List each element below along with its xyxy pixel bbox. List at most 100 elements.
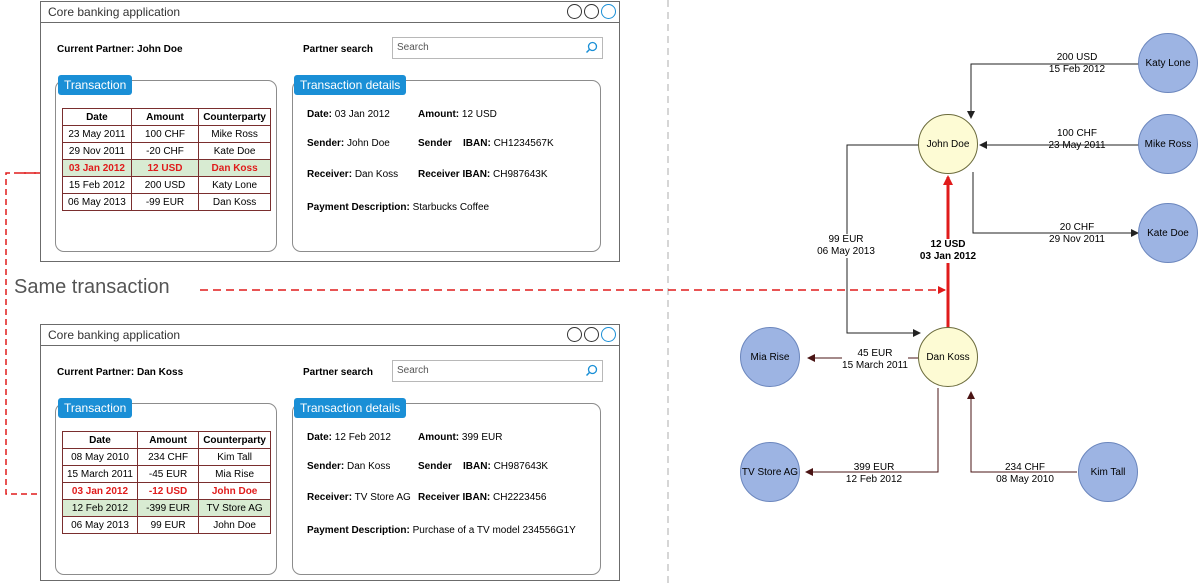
node-kim-tall[interactable]: Kim Tall xyxy=(1078,442,1138,502)
cell-amount: -399 EUR xyxy=(136,499,200,517)
detail-value: John Doe xyxy=(347,138,390,149)
edge-date: 06 May 2013 xyxy=(817,246,875,257)
detail-value: Dan Koss xyxy=(347,461,391,472)
detail-label: Sender: xyxy=(307,138,345,149)
transaction-details-tab[interactable]: Transaction details xyxy=(294,398,407,418)
detail-label: Payment Description: xyxy=(307,525,410,536)
cell-counterparty: Katy Lone xyxy=(198,176,271,194)
detail-label: Sender IBAN: xyxy=(418,461,491,472)
edge-kim-dan xyxy=(967,391,1077,473)
search-icon[interactable] xyxy=(585,41,598,54)
cell-counterparty: Dan Koss xyxy=(198,193,271,211)
node-katy-lone[interactable]: Katy Lone xyxy=(1138,33,1198,93)
node-mike-ross[interactable]: Mike Ross xyxy=(1138,114,1198,174)
partner-search-label: Partner search xyxy=(303,44,374,55)
table-header-row: Date Amount Counterparty xyxy=(62,108,271,126)
node-tv-store-ag[interactable]: TV Store AG xyxy=(740,442,800,502)
cell-date: 08 May 2010 xyxy=(62,448,138,466)
column-header: Date xyxy=(62,108,132,126)
partner-search-label: Partner search xyxy=(303,367,374,378)
detail-value: 12 Feb 2012 xyxy=(334,432,391,443)
detail-label: Receiver IBAN: xyxy=(418,492,491,503)
window-control-button[interactable] xyxy=(584,4,599,19)
transaction-tab[interactable]: Transaction xyxy=(58,75,133,95)
window-close-button[interactable] xyxy=(601,327,616,342)
cell-date: 15 Feb 2012 xyxy=(62,176,132,194)
detail-value: 03 Jan 2012 xyxy=(334,109,390,120)
edge-amount: 20 CHF xyxy=(1059,222,1095,233)
window-close-button[interactable] xyxy=(601,4,616,19)
edge-date: 12 Feb 2012 xyxy=(845,474,903,485)
window-control-button[interactable] xyxy=(567,4,582,19)
detail-label: Payment Description: xyxy=(307,202,410,213)
search-icon[interactable] xyxy=(585,364,598,377)
edge-amount: 12 USD xyxy=(930,239,966,250)
search-input[interactable]: Search xyxy=(392,37,603,59)
detail-value: TV Store AG xyxy=(354,492,411,503)
cell-date: 06 May 2013 xyxy=(62,516,138,534)
edge-john-kate xyxy=(972,172,1139,237)
edge-date: 15 Feb 2012 xyxy=(1048,64,1106,75)
node-label: Mia Rise xyxy=(750,351,790,363)
detail-description: Payment Description: Starbucks Coffee xyxy=(307,202,489,213)
bracket-connector xyxy=(5,172,51,498)
detail-label: Amount: xyxy=(418,432,460,443)
edge-amount: 45 EUR xyxy=(857,348,893,359)
detail-sender-iban: Sender IBAN: CH1234567K xyxy=(418,138,554,149)
app-window-1: Core banking application Current Partner… xyxy=(40,1,620,262)
titlebar-divider xyxy=(41,22,619,23)
detail-label: Amount: xyxy=(418,109,460,120)
detail-label: Receiver IBAN: xyxy=(418,169,491,180)
transaction-details-panel xyxy=(292,80,601,252)
column-header: Counterparty xyxy=(198,431,271,449)
transaction-tab[interactable]: Transaction xyxy=(58,398,133,418)
column-header: Date xyxy=(62,431,138,449)
node-label: TV Store AG xyxy=(741,466,799,478)
window-control-button[interactable] xyxy=(584,327,599,342)
detail-receiver: Receiver: TV Store AG xyxy=(307,492,411,503)
search-input[interactable]: Search xyxy=(392,360,603,382)
transaction-details-tab[interactable]: Transaction details xyxy=(294,75,407,95)
node-label: Kim Tall xyxy=(1090,466,1126,478)
transaction-details-panel xyxy=(292,403,601,575)
cell-counterparty: Kate Doe xyxy=(198,142,271,160)
detail-label: Sender IBAN: xyxy=(418,138,491,149)
detail-label: Sender: xyxy=(307,461,345,472)
current-partner-label: Current Partner: Dan Koss xyxy=(57,367,184,378)
window-title: Core banking application xyxy=(48,328,181,342)
window-control-button[interactable] xyxy=(567,327,582,342)
cell-amount: 12 USD xyxy=(130,159,200,177)
node-dan-koss[interactable]: Dan Koss xyxy=(918,327,978,387)
cell-date: 03 Jan 2012 xyxy=(62,482,138,500)
node-john-doe[interactable]: John Doe xyxy=(918,114,978,174)
cell-date: 03 Jan 2012 xyxy=(62,159,132,177)
cell-counterparty: Kim Tall xyxy=(198,448,271,466)
detail-value: CH1234567K xyxy=(493,138,554,149)
detail-amount: Amount: 399 EUR xyxy=(418,432,502,443)
detail-label: Date: xyxy=(307,109,333,120)
titlebar-divider xyxy=(41,345,619,346)
detail-value: Starbucks Coffee xyxy=(412,202,490,213)
edge-date: 29 Nov 2011 xyxy=(1049,234,1105,245)
column-header: Counterparty xyxy=(198,108,271,126)
cell-counterparty: Mike Ross xyxy=(198,125,271,143)
node-kate-doe[interactable]: Kate Doe xyxy=(1138,203,1198,263)
detail-receiver-iban: Receiver IBAN: CH987643K xyxy=(418,169,548,180)
search-placeholder: Search xyxy=(397,365,429,376)
node-mia-rise[interactable]: Mia Rise xyxy=(740,327,800,387)
